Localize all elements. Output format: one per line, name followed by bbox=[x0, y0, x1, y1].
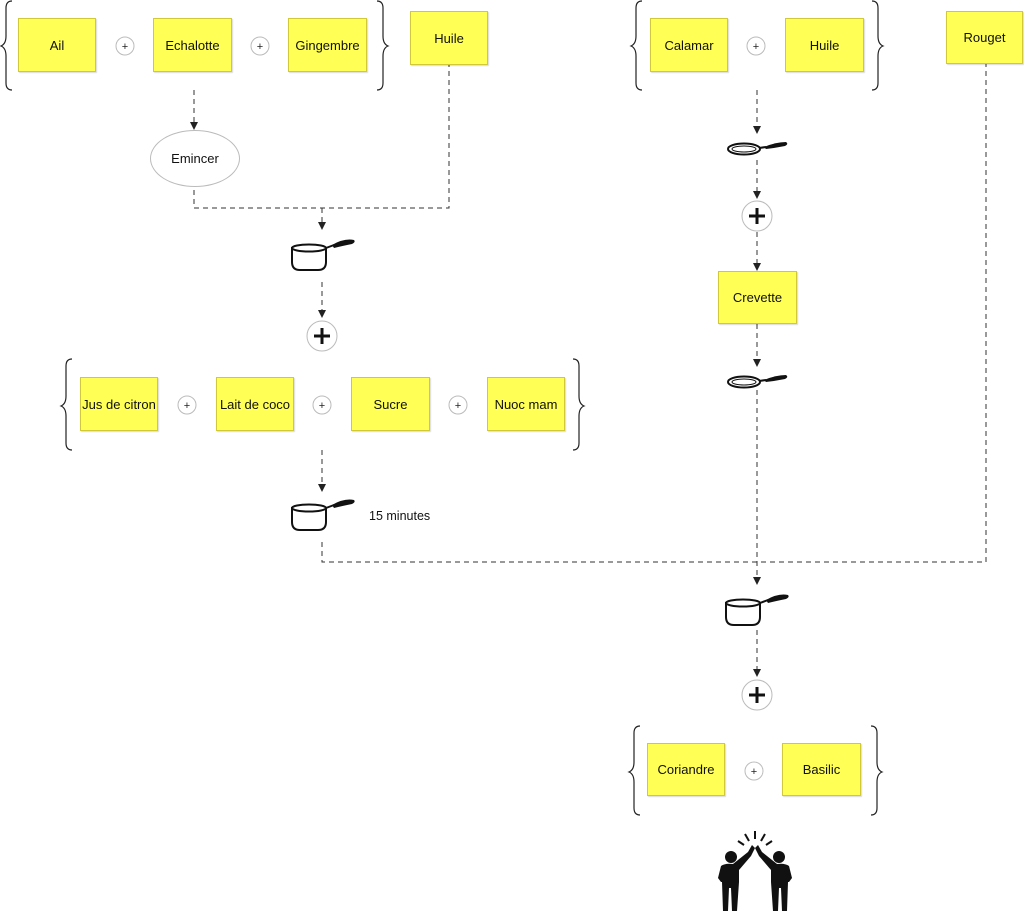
high-five-icon bbox=[718, 831, 792, 911]
note-calamar: Calamar bbox=[650, 18, 728, 72]
note-ail: Ail bbox=[18, 18, 96, 72]
note-gingembre: Gingembre bbox=[288, 18, 367, 72]
saucepan-icon bbox=[291, 498, 356, 531]
svg-text:+: + bbox=[122, 41, 128, 53]
note-echalotte: Echalotte bbox=[153, 18, 232, 72]
note-crevette: Crevette bbox=[718, 271, 797, 324]
note-label: Ail bbox=[49, 37, 65, 53]
note-huile-right: Huile bbox=[785, 18, 864, 72]
svg-text:+: + bbox=[257, 41, 263, 53]
cook-time-label: 15 minutes bbox=[369, 509, 431, 523]
svg-text:+: + bbox=[455, 400, 461, 412]
saucepan-icon bbox=[291, 238, 356, 271]
note-sucre: Sucre bbox=[351, 377, 430, 431]
note-label: Calamar bbox=[664, 37, 714, 53]
plus-icon bbox=[306, 200, 773, 711]
plus-icon: + + + + + + + bbox=[115, 36, 766, 781]
frying-pan-icon bbox=[727, 141, 789, 156]
note-basilic: Basilic bbox=[782, 743, 861, 796]
note-label: Huile bbox=[809, 37, 840, 53]
note-label: Coriandre bbox=[657, 762, 715, 777]
svg-text:+: + bbox=[184, 400, 190, 412]
curly-brace-icon bbox=[0, 0, 885, 816]
note-label: Crevette bbox=[732, 290, 783, 305]
svg-text:+: + bbox=[753, 41, 759, 53]
note-lait-de-coco: Lait de coco bbox=[216, 377, 294, 431]
note-label: Gingembre bbox=[295, 37, 360, 53]
note-huile-left: Huile bbox=[410, 11, 488, 65]
note-label: Huile bbox=[434, 30, 464, 46]
step-label: Emincer bbox=[171, 151, 219, 166]
note-label: Basilic bbox=[802, 762, 841, 777]
step-emincer: Emincer bbox=[150, 130, 240, 187]
note-jus-de-citron: Jus de citron bbox=[80, 377, 158, 431]
note-label: Jus de citron bbox=[82, 396, 156, 412]
note-label: Nuoc mam bbox=[494, 396, 558, 412]
note-coriandre: Coriandre bbox=[647, 743, 725, 796]
svg-text:+: + bbox=[751, 766, 757, 778]
note-label: Echalotte bbox=[165, 37, 220, 53]
svg-text:+: + bbox=[319, 400, 325, 412]
note-label: Rouget bbox=[963, 30, 1006, 45]
note-nuoc-mam: Nuoc mam bbox=[487, 377, 565, 431]
saucepan-icon bbox=[725, 593, 790, 626]
note-label: Lait de coco bbox=[219, 396, 291, 412]
note-label: Sucre bbox=[373, 396, 408, 412]
frying-pan-icon bbox=[727, 374, 789, 389]
note-rouget: Rouget bbox=[946, 11, 1023, 64]
